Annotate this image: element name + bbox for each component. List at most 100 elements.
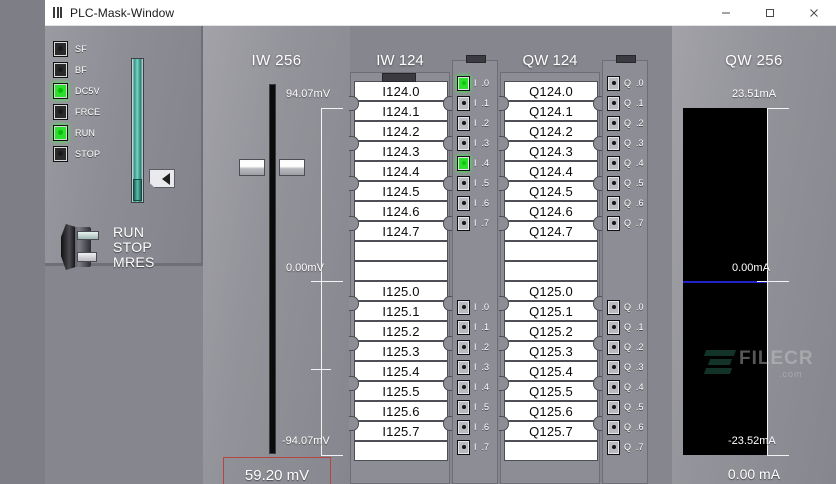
digital-input-terminal[interactable]: I124.2 bbox=[354, 121, 448, 141]
analog-output-scale-top: 23.51mA bbox=[732, 88, 777, 100]
mode-switch-icon[interactable] bbox=[59, 224, 107, 270]
digital-output-led-row: Q.2 bbox=[607, 337, 647, 357]
digital-input-terminal[interactable]: I125.6 bbox=[354, 401, 448, 421]
analog-input-tick-quarter bbox=[311, 369, 331, 370]
digital-input-led-label: I.3 bbox=[474, 138, 490, 148]
digital-output-title: QW 124 bbox=[522, 52, 578, 69]
digital-output-terminal[interactable]: Q124.5 bbox=[499, 176, 603, 201]
digital-output-led-label: Q.1 bbox=[624, 322, 644, 332]
digital-input-led-indicator bbox=[457, 215, 470, 231]
digital-input-terminal[interactable]: I125.2 bbox=[354, 321, 448, 341]
digital-output-terminal[interactable]: Q125.0 bbox=[504, 281, 598, 301]
analog-output-tick-top bbox=[767, 108, 789, 109]
mode-label-stop[interactable]: STOP bbox=[113, 238, 153, 255]
digital-output-terminal[interactable]: Q125.2 bbox=[504, 321, 598, 341]
digital-output-terminal[interactable]: Q124.4 bbox=[504, 161, 598, 181]
digital-input-led-label: I.1 bbox=[474, 322, 490, 332]
digital-output-terminal[interactable]: Q125.7 bbox=[499, 416, 603, 441]
digital-output-terminal[interactable]: Q125.4 bbox=[504, 361, 598, 381]
digital-input-terminal[interactable]: I124.5 bbox=[349, 176, 453, 201]
mode-label-mres[interactable]: MRES bbox=[113, 253, 155, 270]
digital-input-terminal-label: I125.3 bbox=[382, 343, 420, 359]
digital-input-terminal[interactable]: I125.3 bbox=[349, 336, 453, 361]
digital-output-led-indicator bbox=[607, 115, 620, 131]
digital-input-terminal-label: I124.3 bbox=[382, 143, 420, 159]
digital-output-terminal-label: Q124.2 bbox=[529, 123, 573, 139]
cpu-led-indicator bbox=[53, 82, 68, 99]
digital-output-terminal[interactable]: Q125.6 bbox=[504, 401, 598, 421]
digital-input-terminal[interactable]: I124.3 bbox=[349, 136, 453, 161]
digital-output-terminal[interactable]: Q124.2 bbox=[504, 121, 598, 141]
digital-output-led-indicator bbox=[607, 359, 620, 375]
digital-output-led-label: Q.1 bbox=[624, 98, 644, 108]
window-controls bbox=[704, 0, 836, 26]
digital-input-terminal[interactable]: I124.6 bbox=[354, 201, 448, 221]
digital-input-led-indicator bbox=[457, 439, 470, 455]
digital-input-terminal[interactable]: I124.4 bbox=[354, 161, 448, 181]
digital-output-terminal[interactable]: Q124.1 bbox=[499, 96, 603, 121]
digital-output-terminal[interactable]: Q124.6 bbox=[504, 201, 598, 221]
digital-input-terminal[interactable]: I125.1 bbox=[349, 296, 453, 321]
digital-output-terminal-label: Q125.7 bbox=[529, 423, 573, 439]
digital-input-terminal[interactable]: I124.1 bbox=[349, 96, 453, 121]
cpu-analog-bar-knob[interactable] bbox=[133, 179, 142, 201]
digital-input-led-indicator bbox=[457, 175, 470, 191]
digital-input-terminal[interactable]: I125.0 bbox=[354, 281, 448, 301]
window-title: PLC-Mask-Window bbox=[70, 5, 175, 20]
digital-input-terminal[interactable]: I124.7 bbox=[349, 216, 453, 241]
digital-output-led-label: Q.5 bbox=[624, 178, 644, 188]
analog-output-zero-line bbox=[683, 281, 767, 283]
digital-input-led-indicator bbox=[457, 135, 470, 151]
cpu-flap-icon[interactable] bbox=[149, 169, 175, 188]
digital-input-led-indicator bbox=[457, 399, 470, 415]
analog-input-slider-thumb-right[interactable] bbox=[279, 159, 305, 176]
digital-output-led-label: Q.7 bbox=[624, 218, 644, 228]
digital-input-led-row: I.4 bbox=[457, 377, 497, 397]
digital-output-terminal[interactable]: Q124.0 bbox=[504, 81, 598, 101]
digital-input-led-label: I.4 bbox=[474, 382, 490, 392]
digital-output-terminal[interactable]: Q125.3 bbox=[499, 336, 603, 361]
digital-output-terminal[interactable]: Q124.7 bbox=[499, 216, 603, 241]
digital-input-led-label: I.3 bbox=[474, 362, 490, 372]
digital-input-terminal[interactable]: I125.5 bbox=[349, 376, 453, 401]
digital-output-terminal-label: Q125.4 bbox=[529, 363, 573, 379]
mode-label-run[interactable]: RUN bbox=[113, 223, 145, 240]
cpu-led-bf: BF bbox=[53, 59, 119, 80]
digital-input-led-label: I.7 bbox=[474, 442, 490, 452]
analog-input-slider-track[interactable] bbox=[269, 84, 276, 454]
digital-output-led-indicator bbox=[607, 75, 620, 91]
cpu-led-indicator bbox=[53, 124, 68, 141]
cpu-led-indicator bbox=[53, 40, 68, 57]
digital-output-terminal[interactable]: Q124.3 bbox=[499, 136, 603, 161]
digital-input-terminal[interactable]: I124.0 bbox=[354, 81, 448, 101]
cpu-analog-bar[interactable] bbox=[131, 58, 144, 203]
analog-input-value-box[interactable]: 59.20 mV bbox=[223, 457, 331, 484]
digital-output-led-indicator bbox=[607, 175, 620, 191]
digital-output-terminal[interactable]: Q125.1 bbox=[499, 296, 603, 321]
cpu-led-stop: STOP bbox=[53, 143, 119, 164]
digital-input-terminal[interactable]: I125.4 bbox=[354, 361, 448, 381]
analog-input-slider-thumb-left[interactable] bbox=[239, 159, 265, 176]
digital-output-terminal-label: Q125.1 bbox=[529, 303, 573, 319]
minimize-icon[interactable] bbox=[704, 0, 748, 26]
cpu-led-label: STOP bbox=[75, 148, 101, 159]
digital-output-led-indicator bbox=[607, 379, 620, 395]
digital-output-led-indicator bbox=[607, 195, 620, 211]
maximize-icon[interactable] bbox=[748, 0, 792, 26]
digital-output-terminal[interactable]: Q125.5 bbox=[499, 376, 603, 401]
cpu-led-sf: SF bbox=[53, 38, 119, 59]
digital-output-led-row: Q.7 bbox=[607, 213, 647, 233]
digital-input-led-row: I.4 bbox=[457, 153, 497, 173]
analog-output-value: 0.00 mA bbox=[727, 466, 781, 482]
terminal-blank bbox=[354, 261, 448, 281]
digital-input-terminal[interactable]: I125.7 bbox=[349, 416, 453, 441]
close-icon[interactable] bbox=[792, 0, 836, 26]
digital-output-led-label: Q.6 bbox=[624, 422, 644, 432]
